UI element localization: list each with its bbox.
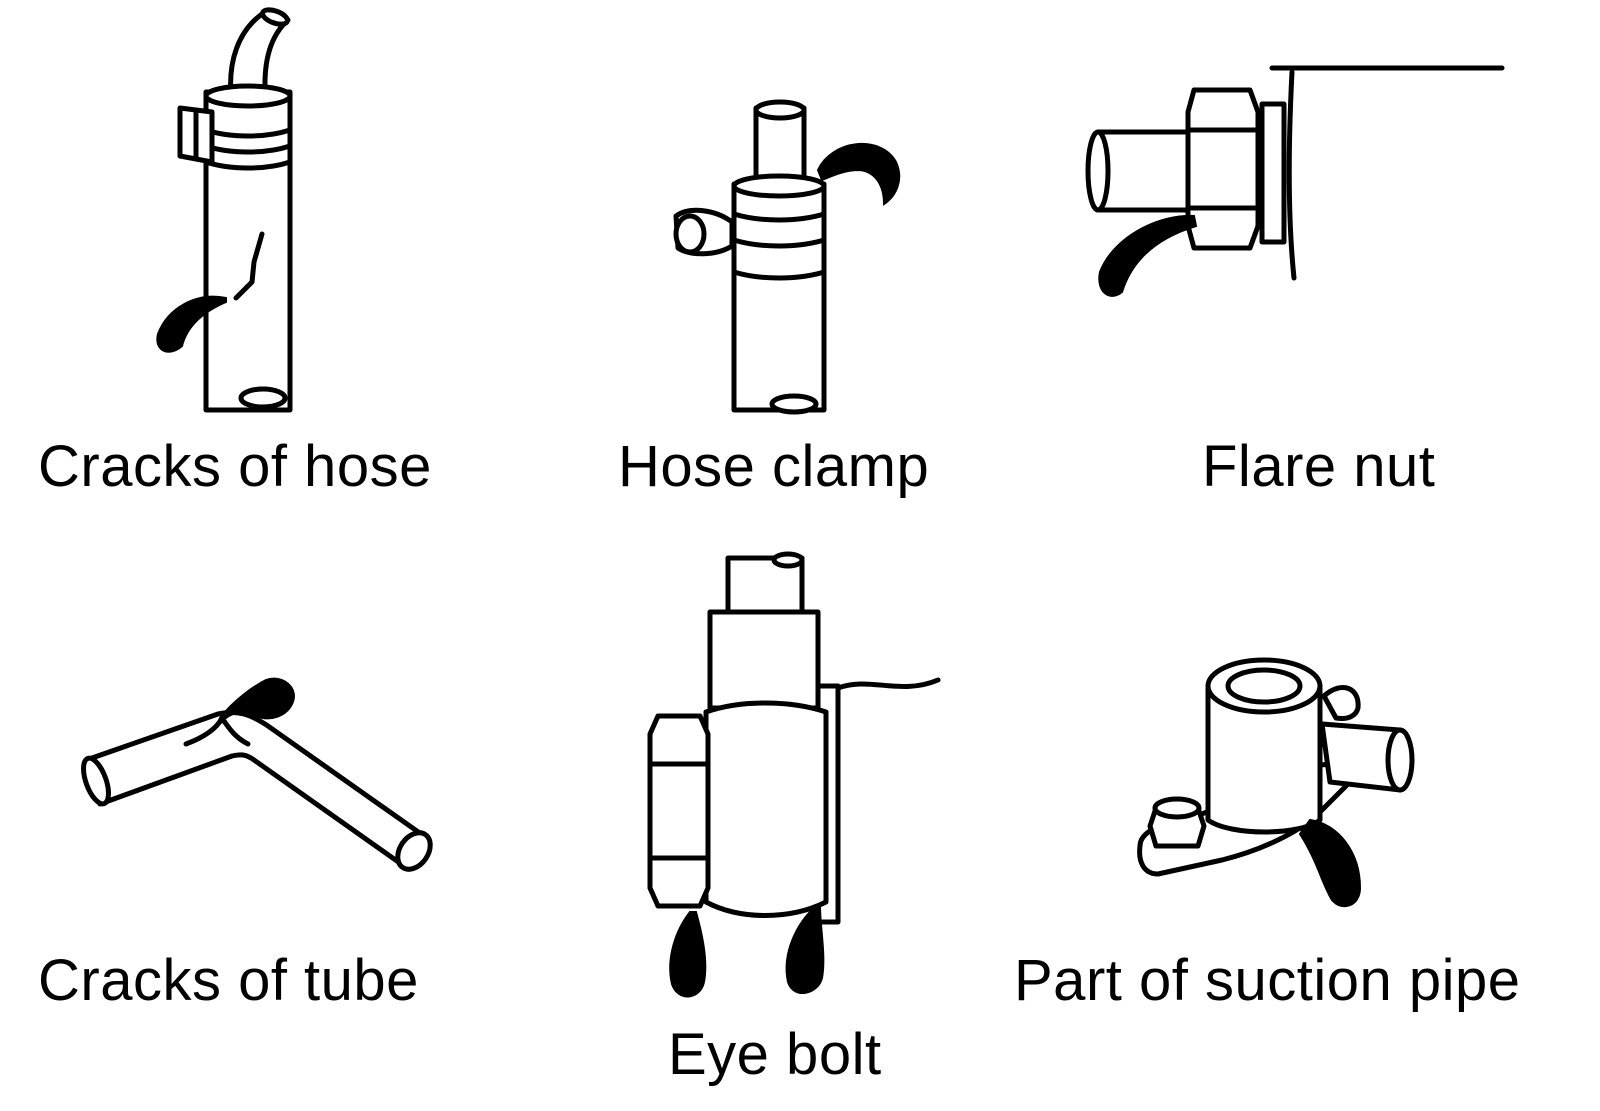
- caption-flare-nut: Flare nut: [1202, 434, 1436, 499]
- cracks-of-hose-illustration: [156, 7, 293, 413]
- hose-clamp-illustration: [673, 99, 901, 415]
- caption-part-of-suction-pipe: Part of suction pipe: [1014, 948, 1521, 1013]
- caption-eye-bolt: Eye bolt: [668, 1022, 882, 1087]
- caption-cracks-of-tube: Cracks of tube: [38, 948, 419, 1013]
- suction-pipe-illustration: [1137, 657, 1415, 908]
- flare-nut-illustration: [1085, 65, 1505, 297]
- caption-cracks-of-hose: Cracks of hose: [38, 434, 432, 499]
- caption-hose-clamp: Hose clamp: [618, 434, 930, 499]
- eye-bolt-illustration: [647, 551, 941, 998]
- cracks-of-tube-illustration: [81, 677, 433, 872]
